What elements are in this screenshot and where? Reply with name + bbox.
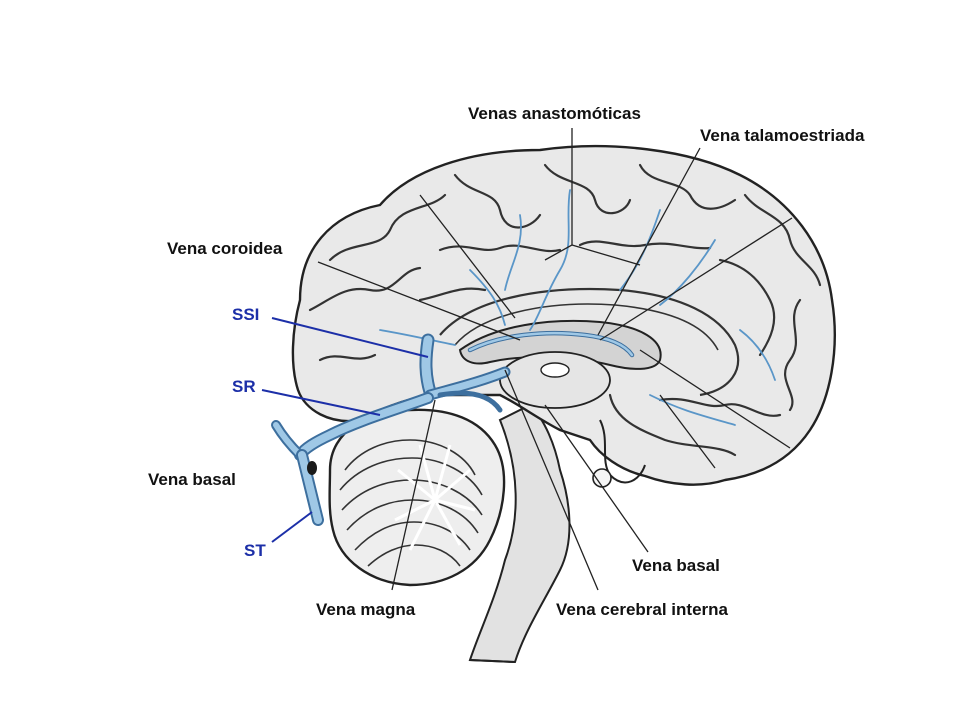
label-vena-magna: Vena magna — [316, 600, 416, 619]
cerebrum — [291, 144, 836, 488]
label-vena-cerebral-interna: Vena cerebral interna — [556, 600, 729, 619]
label-vena-basal-left: Vena basal — [148, 470, 236, 489]
label-vena-coroidea: Vena coroidea — [167, 239, 283, 258]
labels: Venas anastomóticas Vena talamoestriada … — [148, 104, 865, 619]
label-vena-talamoestriada: Vena talamoestriada — [700, 126, 865, 145]
cerebellum — [328, 408, 506, 587]
label-sr: SR — [232, 377, 256, 396]
label-venas-anastomoticas: Venas anastomóticas — [468, 104, 641, 123]
label-st: ST — [244, 541, 266, 560]
label-vena-basal-right: Vena basal — [632, 556, 720, 575]
label-ssi: SSI — [232, 305, 259, 324]
leader-lines — [261, 128, 793, 591]
venous-sinuses — [271, 333, 511, 526]
brainstem — [468, 403, 571, 664]
